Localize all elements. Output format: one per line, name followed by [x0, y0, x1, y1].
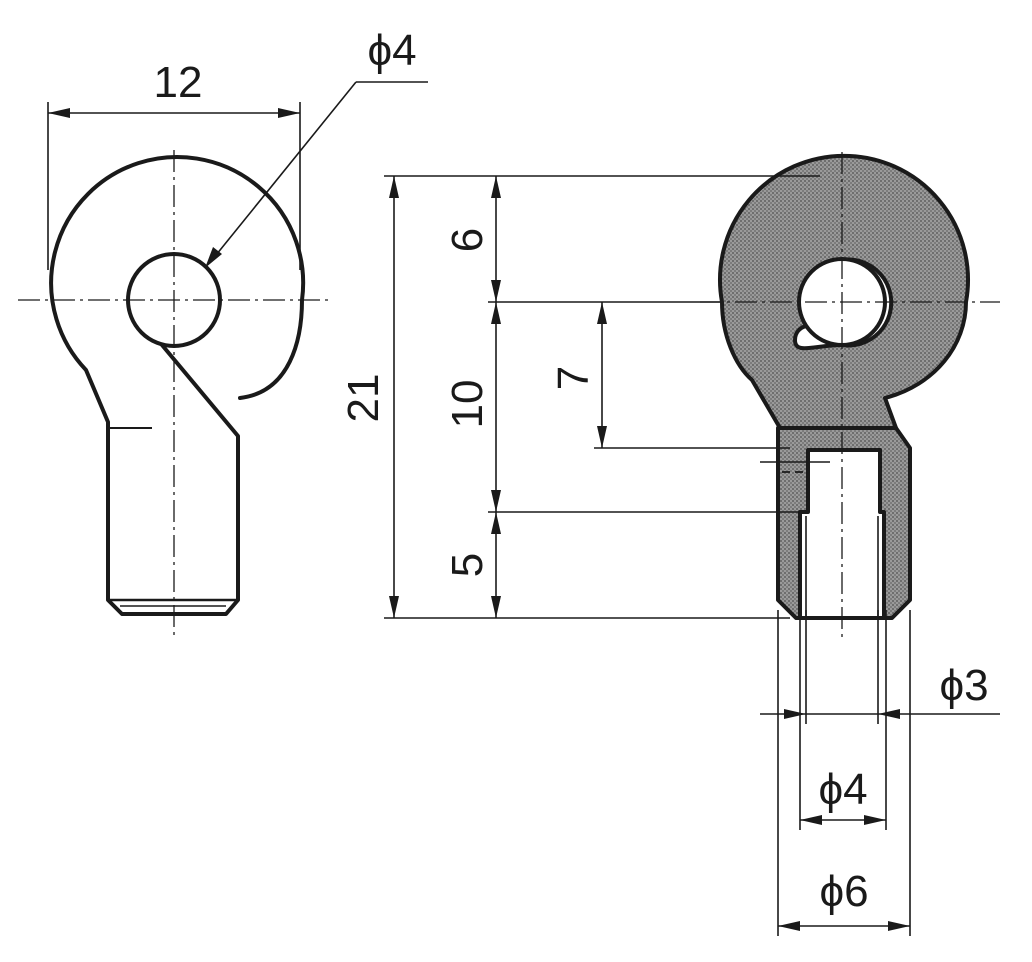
thread-dimension-text: ϕ4	[818, 765, 867, 814]
hole-leader-arrow	[205, 247, 222, 268]
shank-arrow-right	[888, 921, 910, 931]
thread-length-text: 5	[443, 553, 492, 577]
section-bore	[798, 448, 886, 620]
overall-height-arrow-bottom	[389, 596, 399, 618]
thread-length-arrow-top	[491, 512, 501, 534]
width-arrow-right	[278, 108, 300, 118]
eye-top-text: 6	[443, 228, 492, 252]
overall-height-text: 21	[339, 374, 388, 423]
neck-depth-text: 7	[549, 366, 598, 390]
shank-arrow-left	[778, 921, 800, 931]
bore-dimension-text: ϕ3	[939, 661, 988, 710]
width-arrow-left	[48, 108, 70, 118]
neck-depth-arrow-bottom	[597, 426, 607, 448]
front-view: 12 ϕ4	[18, 26, 428, 636]
thread-arrow-left	[800, 815, 822, 825]
section-view: 21 6 10 7 5 ϕ3	[339, 152, 1000, 936]
bore-arrow-left	[784, 709, 806, 719]
eye-top-arrow-top	[491, 176, 501, 198]
eye-top-arrow-bottom	[491, 280, 501, 302]
front-view-outline	[49, 155, 306, 616]
eye-to-shank-text: 10	[443, 380, 492, 429]
hole-dimension-text: ϕ4	[367, 26, 416, 75]
width-dimension-text: 12	[154, 58, 203, 107]
thread-length-arrow-bottom	[491, 596, 501, 618]
overall-height-arrow-top	[389, 176, 399, 198]
bore-arrow-right	[878, 709, 900, 719]
hole-leader-line	[211, 81, 357, 261]
eye-to-shank-arrow-bottom	[491, 490, 501, 512]
thread-arrow-right	[864, 815, 886, 825]
neck-depth-arrow-top	[597, 302, 607, 324]
shank-dimension-text: ϕ6	[819, 867, 868, 916]
eye-to-shank-arrow-top	[491, 302, 501, 324]
